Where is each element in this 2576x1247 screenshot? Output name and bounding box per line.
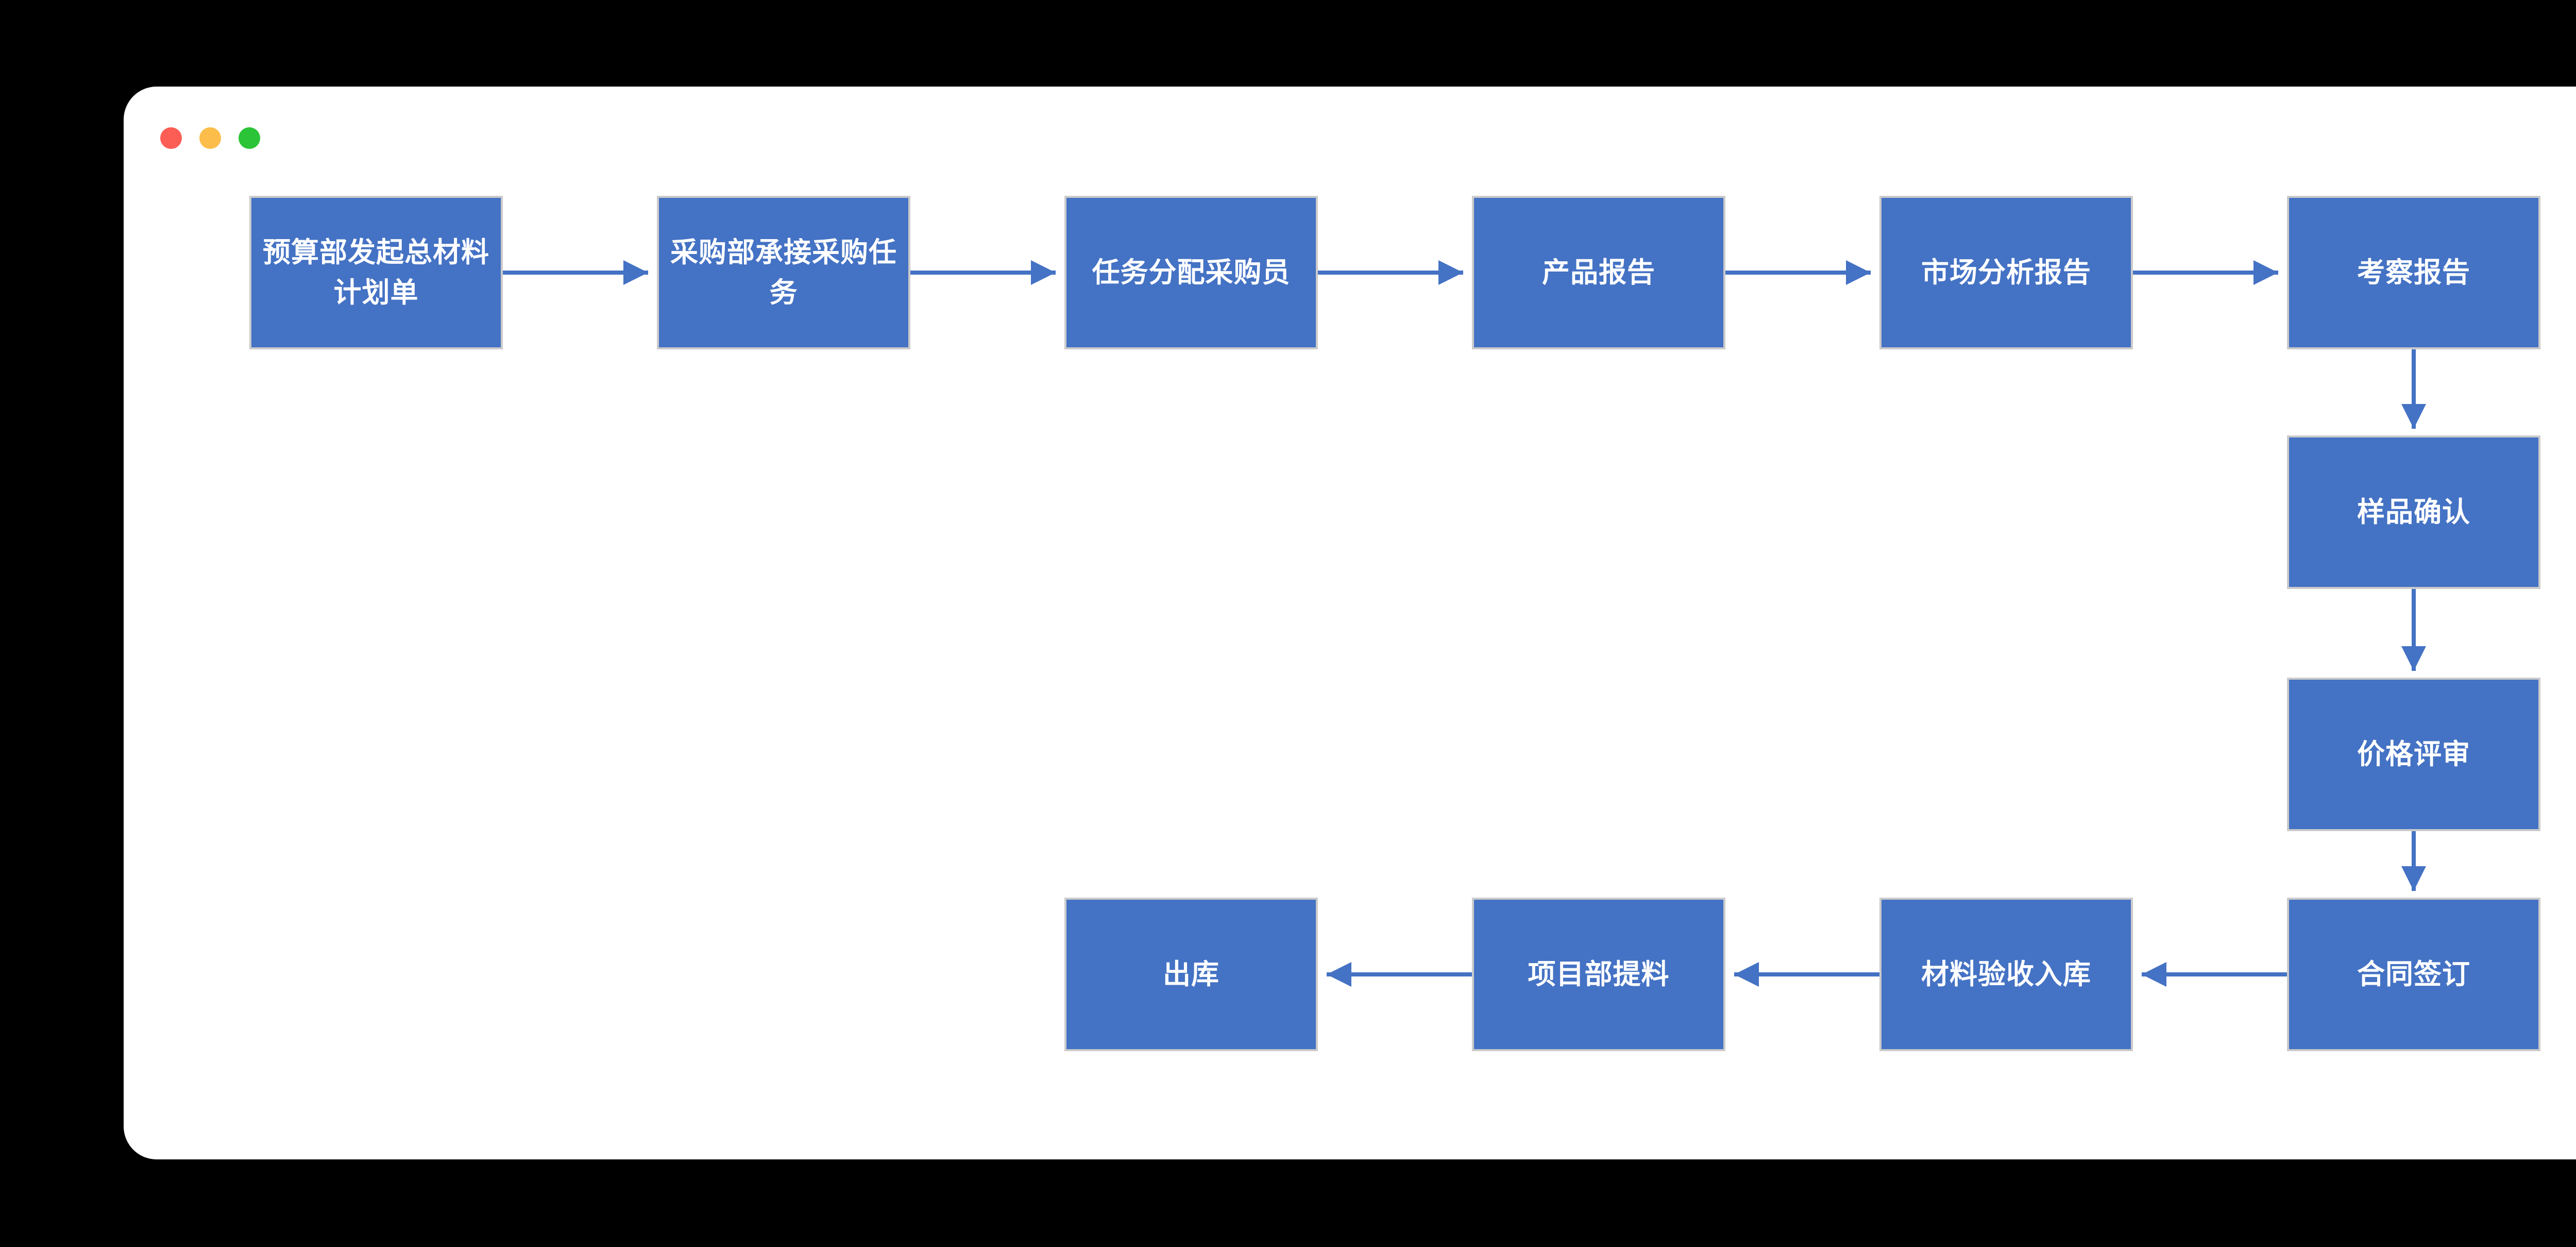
close-button[interactable] [160,127,182,149]
minimize-button[interactable] [199,127,221,149]
flow-node-outbound[interactable]: 出库 [1064,898,1318,1051]
flow-node-price-review[interactable]: 价格评审 [2287,678,2540,831]
flow-node-project-material-request[interactable]: 项目部提料 [1472,898,1725,1051]
zoom-button[interactable] [239,127,260,149]
flow-node-procurement-accept[interactable]: 采购部承接采购任 务 [657,196,910,349]
flow-node-contract-signing[interactable]: 合同签订 [2287,898,2540,1051]
flow-node-market-analysis[interactable]: 市场分析报告 [1879,196,2133,349]
flow-node-task-assignment[interactable]: 任务分配采购员 [1064,196,1318,349]
flow-node-material-acceptance[interactable]: 材料验收入库 [1879,898,2133,1051]
flow-node-inspection-report[interactable]: 考察报告 [2287,196,2540,349]
flow-node-product-report[interactable]: 产品报告 [1472,196,1725,349]
flow-node-sample-confirm[interactable]: 样品确认 [2287,435,2540,589]
flow-node-budget-plan[interactable]: 预算部发起总材料 计划单 [249,196,503,349]
window-controls [160,127,260,149]
